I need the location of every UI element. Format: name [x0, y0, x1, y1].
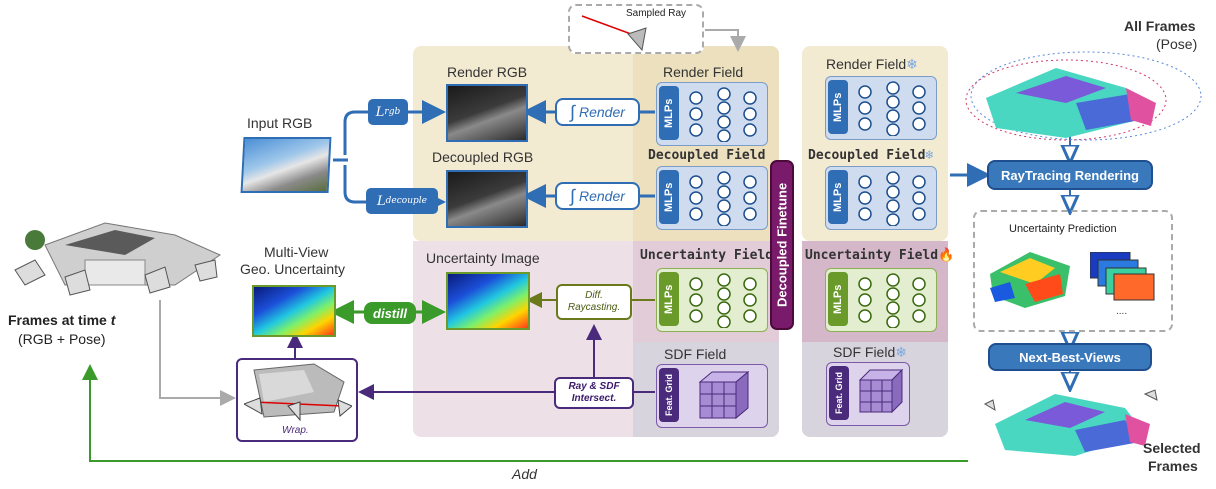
uncertainty-field-network-icon [689, 273, 757, 328]
frames-subtitle: (RGB + Pose) [18, 331, 106, 347]
distill-tag: distill [364, 302, 416, 324]
uncertainty-prediction-box [973, 210, 1173, 332]
snowflake-icon: ❄ [925, 148, 934, 163]
decoupled-rgb-image [446, 170, 528, 228]
next-best-views-button: Next-Best-Views [988, 343, 1152, 371]
diff-raycasting-box: Diff.Raycasting. [556, 284, 632, 320]
uncertainty-field-mlps: MLPs [659, 272, 679, 326]
render-field-network-icon [689, 87, 757, 142]
selected-frames-label-2: Frames [1148, 458, 1198, 474]
decoupled-field-frozen-label: Decoupled Field❄ [808, 148, 934, 163]
multi-view-uncertainty-image [252, 285, 336, 337]
decoupled-rgb-label: Decoupled RGB [432, 149, 534, 165]
render-button-top: ∫Render [555, 98, 640, 126]
render-field-label: Render Field [663, 64, 744, 80]
decoupled-field-label: Decoupled Field [648, 148, 766, 163]
decoupled-field-frozen-network-icon [858, 171, 926, 226]
render-rgb-image [446, 84, 528, 142]
fire-icon: 🔥 [938, 248, 955, 263]
render-field-mlps: MLPs [659, 86, 679, 140]
uncertainty-prediction-ellipsis: .... [1116, 306, 1128, 317]
uncertainty-prediction-heatmap [990, 252, 1070, 308]
sdf-grid-frozen-cube-icon [858, 368, 904, 414]
uncertainty-image [446, 272, 530, 330]
snowflake-icon: ❄ [906, 56, 918, 72]
multi-view-label-1: Multi-View [264, 244, 329, 260]
wrap-scene-image [244, 363, 352, 422]
integral-icon: ∫ [570, 101, 575, 122]
sampled-ray-box [568, 4, 704, 54]
uncertainty-field-trainable-label: Uncertainty Field🔥 [805, 248, 955, 263]
input-rgb-image [240, 137, 332, 193]
decoupled-field-mlps: MLPs [659, 170, 679, 224]
sdf-field-frozen-feat-grid: Feat. Grid [829, 366, 849, 420]
decoupled-field-frozen-mlps: MLPs [828, 170, 848, 224]
render-rgb-label: Render RGB [447, 64, 528, 80]
decoupled-field-network-icon [689, 171, 757, 226]
raytracing-rendering-button: RayTracing Rendering [987, 160, 1153, 190]
wrap-label: Wrap. [282, 425, 309, 436]
multi-view-label-2: Geo. Uncertainty [240, 261, 346, 277]
scene-house-image [5, 205, 230, 296]
frames-at-time-label: Frames at time t [8, 312, 116, 328]
render-field-frozen-mlps: MLPs [828, 80, 848, 134]
sdf-grid-cube-icon [698, 370, 750, 420]
sdf-field-frozen-label: SDF Field❄ [833, 344, 907, 360]
all-frames-pose-label: (Pose) [1156, 36, 1198, 52]
snowflake-icon: ❄ [895, 344, 907, 360]
render-button-bottom: ∫Render [555, 182, 640, 210]
selected-frames-pointcloud-image [983, 389, 1158, 456]
sampled-ray-label: Sampled Ray [626, 8, 687, 19]
uncertainty-field-label: Uncertainty Field [640, 248, 774, 263]
sdf-field-feat-grid: Feat. Grid [659, 368, 679, 422]
add-label: Add [512, 466, 537, 482]
uncertainty-prediction-stack [1090, 252, 1155, 301]
render-field-frozen-network-icon [858, 81, 926, 136]
decoupled-finetune-bar: Decoupled Finetune [770, 160, 794, 330]
all-frames-pointcloud-image [965, 51, 1202, 141]
selected-frames-label-1: Selected [1143, 440, 1201, 456]
sdf-field-label: SDF Field [664, 346, 727, 362]
uncertainty-image-label: Uncertainty Image [426, 250, 540, 266]
uncertainty-field-trainable-network-icon [858, 273, 926, 328]
all-frames-label: All Frames [1124, 18, 1196, 34]
uncertainty-field-trainable-mlps: MLPs [828, 272, 848, 326]
integral-icon: ∫ [570, 185, 575, 206]
camera-ray-icon [581, 15, 647, 52]
uncertainty-prediction-label: Uncertainty Prediction [1009, 223, 1117, 235]
time-variable: t [110, 312, 116, 328]
input-rgb-label: Input RGB [247, 115, 313, 131]
render-field-frozen-label: Render Field❄ [826, 56, 918, 72]
